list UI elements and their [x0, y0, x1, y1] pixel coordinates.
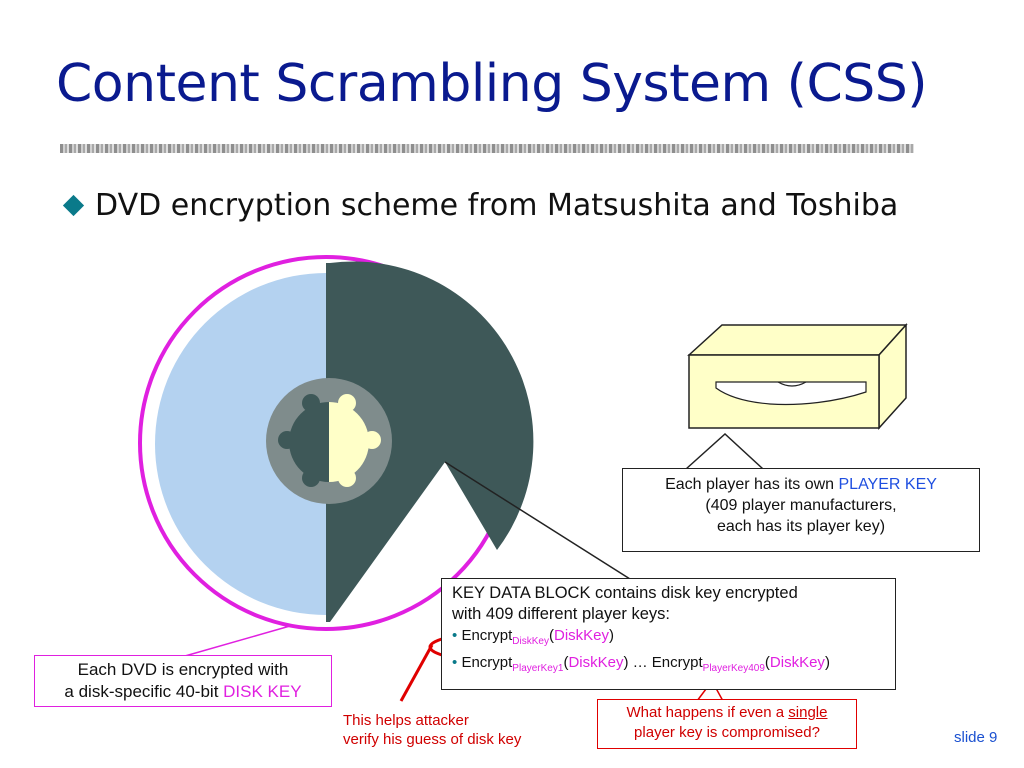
dvd-box-line1: Each DVD is encrypted with [77, 660, 289, 679]
kdb-line1: KEY DATA BLOCK contains disk key encrypt… [452, 584, 798, 602]
kdb-item-2-bullet: • [452, 654, 458, 671]
kdb-item-2-open2: ( [764, 654, 770, 671]
question-single-word: single [788, 704, 828, 721]
kdb-item-2-sub2: PlayerKey409 [702, 663, 765, 674]
player-box-line1: Each player has its own [665, 476, 839, 493]
kdb-item-1-close: ) [609, 627, 614, 644]
question-box: What happens if even a single player key… [597, 699, 857, 749]
dvd-disc-icon [138, 255, 534, 631]
disk-key-box: Each DVD is encrypted with a disk-specif… [34, 655, 332, 707]
dvd-drive-icon [687, 323, 908, 430]
main-bullet-text: DVD encryption scheme from Matsushita an… [95, 188, 899, 223]
kdb-item-2-open: ( [563, 654, 569, 671]
kdb-item-2-arg2: DiskKey [769, 654, 825, 671]
kdb-item-2: • EncryptPlayerKey1(DiskKey) … EncryptPl… [452, 652, 885, 679]
attacker-note: This helps attacker verify his guess of … [343, 711, 521, 749]
player-key-label: PLAYER KEY [838, 476, 937, 493]
kdb-item-2-func: Encrypt [461, 654, 513, 671]
attacker-note-line2: verify his guess of disk key [343, 731, 522, 748]
kdb-line2: with 409 different player keys: [452, 605, 670, 623]
attacker-arrow [399, 644, 434, 702]
kdb-item-2-close: ) [623, 654, 629, 671]
main-bullet: DVD encryption scheme from Matsushita an… [62, 188, 899, 223]
player-key-box: Each player has its own PLAYER KEY (409 … [622, 468, 980, 552]
disk-key-label: DISK KEY [223, 682, 302, 701]
kdb-item-1-open: ( [548, 627, 554, 644]
kdb-item-1-arg: DiskKey [553, 627, 609, 644]
kdb-item-1-func: Encrypt [461, 627, 513, 644]
key-data-block-box: KEY DATA BLOCK contains disk key encrypt… [441, 578, 896, 690]
kdb-item-1-sub: DiskKey [512, 636, 549, 647]
question-line1: What happens if even a [626, 704, 789, 721]
kdb-item-2-ellipsis: … [628, 654, 652, 671]
dvd-box-line2: a disk-specific 40-bit [64, 682, 224, 701]
attacker-note-line1: This helps attacker [343, 712, 469, 729]
kdb-item-2-sub: PlayerKey1 [512, 663, 564, 674]
drive-callout-line [685, 432, 764, 470]
kdb-item-1-bullet: • [452, 627, 458, 644]
kdb-item-2-func2: Encrypt [651, 654, 703, 671]
question-line2: player key is compromised? [634, 724, 820, 741]
kdb-item-2-arg: DiskKey [568, 654, 624, 671]
player-box-line2: (409 player manufacturers, [705, 497, 897, 514]
player-box-line3: each has its player key) [716, 518, 886, 535]
dvd-callout-line [184, 625, 291, 657]
slide-number: slide 9 [954, 729, 998, 746]
kdb-item-1: • EncryptDiskKey(DiskKey) [452, 625, 885, 652]
disc-callout-line [444, 461, 631, 580]
title-divider [60, 144, 914, 153]
kdb-item-2-close2: ) [824, 654, 830, 671]
slide-title: Content Scrambling System (CSS) [56, 54, 928, 114]
